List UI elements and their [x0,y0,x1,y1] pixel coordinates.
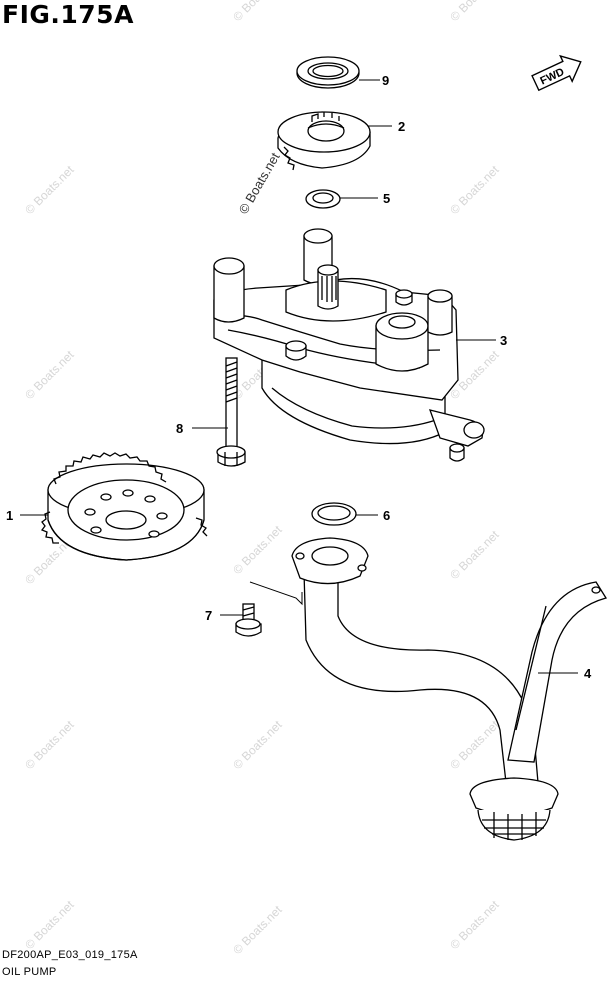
watermark: © Boats.net [230,902,285,957]
figure-name: OIL PUMP [2,966,57,978]
callout-4: 4 [584,666,592,681]
watermark: © Boats.net [22,897,77,952]
part-5-o-ring [305,189,341,209]
watermark: © Boats.net [447,162,502,217]
figure-title: FIG.175A [2,0,134,29]
leader-lines [20,79,578,674]
callout-6: 6 [383,508,390,523]
watermark: © Boats.net [447,0,502,24]
fwd-arrow-icon: FWD [531,54,582,92]
bolt-7-locator-line [249,581,303,606]
watermark: © Boats.net [447,717,502,772]
part-9-oil-seal [296,56,360,89]
part-3-oil-pump-body [213,228,485,462]
part-6-o-ring [311,502,357,526]
callout-3: 3 [500,333,507,348]
callout-5: 5 [383,191,390,206]
callout-2: 2 [398,119,405,134]
callout-9: 9 [382,73,389,88]
watermark: © Boats.net [230,0,285,24]
watermark: © Boats.net [230,522,285,577]
callout-1: 1 [6,508,13,523]
callout-8: 8 [176,421,183,436]
watermark: © Boats.net [447,527,502,582]
watermark: © Boats.net [22,162,77,217]
part-1-drive-gear [40,452,208,561]
watermark: © Boats.net [230,717,285,772]
watermark: © Boats.net [447,897,502,952]
part-4-oil-strainer [291,537,608,841]
callout-7: 7 [205,608,212,623]
part-2-pump-gear [277,111,371,171]
part-8-bolt [216,357,246,467]
watermark: © Boats.net [22,347,77,402]
watermark: © Boats.net [22,717,77,772]
callouts: 9 2 5 3 8 1 6 7 4 [6,73,592,681]
figure-code: DF200AP_E03_019_175A [2,949,138,961]
watermark-prominent: © Boats.net [236,150,283,217]
part-7-bolt [235,603,262,637]
